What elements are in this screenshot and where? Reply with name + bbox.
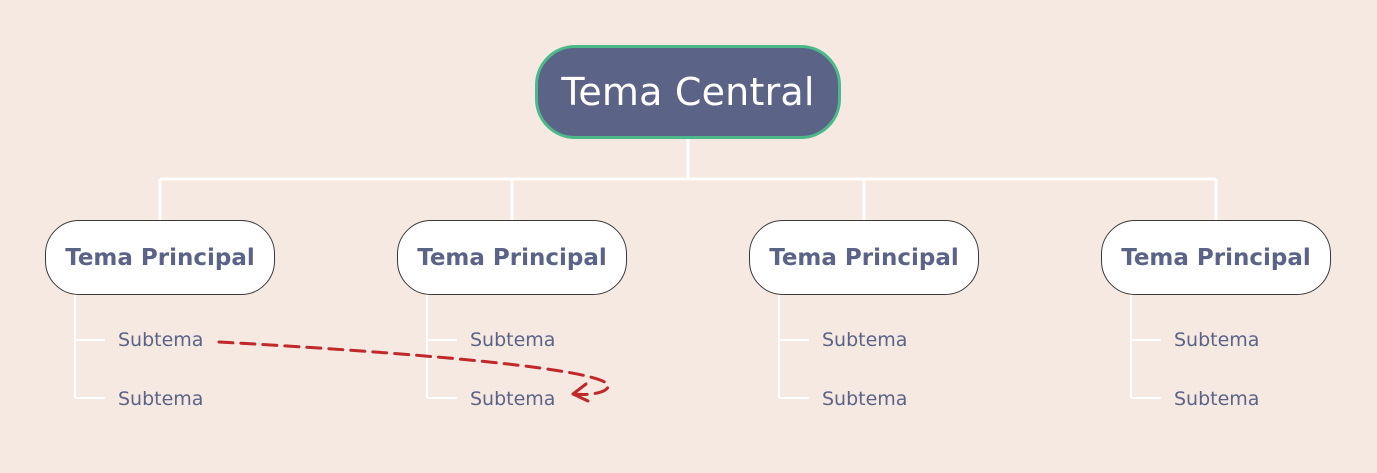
central-topic[interactable]: Tema Central xyxy=(535,45,841,139)
subtopic-4-2[interactable]: Subtema xyxy=(1174,388,1260,410)
subtopic-tree-2 xyxy=(426,295,457,399)
main-topic-label: Tema Principal xyxy=(1121,244,1311,271)
subtopic-tree-4 xyxy=(1130,295,1161,399)
subtopic-3-1[interactable]: Subtema xyxy=(822,329,908,351)
subtopic-tree-1 xyxy=(74,295,105,399)
main-topic-2[interactable]: Tema Principal xyxy=(397,220,627,295)
main-topic-label: Tema Principal xyxy=(417,244,607,271)
main-topic-label: Tema Principal xyxy=(769,244,959,271)
subtopic-1-2[interactable]: Subtema xyxy=(118,388,204,410)
main-topic-4[interactable]: Tema Principal xyxy=(1101,220,1331,295)
relationship-arrowhead-icon xyxy=(571,382,590,403)
main-topic-label: Tema Principal xyxy=(65,244,255,271)
subtopic-2-2[interactable]: Subtema xyxy=(470,388,556,410)
central-topic-label: Tema Central xyxy=(561,70,815,114)
subtopic-2-1[interactable]: Subtema xyxy=(470,329,556,351)
subtopic-3-2[interactable]: Subtema xyxy=(822,388,908,410)
subtopic-4-1[interactable]: Subtema xyxy=(1174,329,1260,351)
subtopic-tree-3 xyxy=(778,295,809,399)
main-topic-3[interactable]: Tema Principal xyxy=(749,220,979,295)
subtopic-1-1[interactable]: Subtema xyxy=(118,329,204,351)
main-topic-1[interactable]: Tema Principal xyxy=(45,220,275,295)
